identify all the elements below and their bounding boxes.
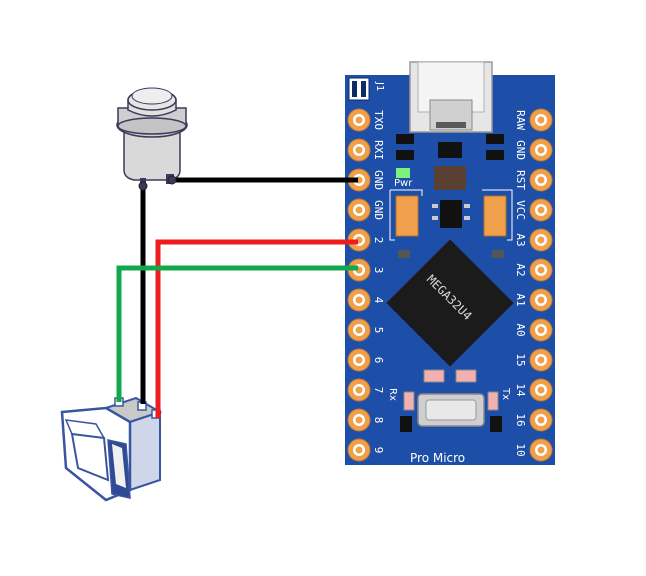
right-pin-label: A0 <box>514 323 527 336</box>
left-pad-hole <box>355 326 363 334</box>
left-pin-label: 2 <box>372 237 385 244</box>
left-pad-hole <box>355 356 363 364</box>
left-pads <box>347 108 371 462</box>
right-pad-hole <box>537 266 545 274</box>
smd-components: Pwr <box>389 134 513 258</box>
left-pin-label: 9 <box>372 447 385 454</box>
left-pad-hole <box>355 146 363 154</box>
left-pin-label: 4 <box>372 297 385 304</box>
right-pad-hole <box>537 326 545 334</box>
right-pin-label: RST <box>514 170 527 190</box>
left-pin-label: GND <box>372 200 385 220</box>
right-pad-hole <box>537 296 545 304</box>
left-pin-label: 8 <box>372 417 385 424</box>
right-pad-hole <box>537 206 545 214</box>
right-pad-hole <box>537 236 545 244</box>
rx-label: Rx <box>387 388 398 401</box>
right-pin-label: A1 <box>514 293 527 306</box>
wire-green-pin3 <box>116 265 358 402</box>
pro-micro-board: J1 TXO RXI GND GND 2 3 4 5 6 7 8 9 RAW GND RST VCC A3A2… <box>345 61 555 465</box>
left-pin-label: 7 <box>372 387 385 394</box>
left-pad-hole <box>355 446 363 454</box>
left-pin-label: GND <box>372 170 385 190</box>
pwr-led <box>396 168 410 178</box>
left-pin-label: TXO <box>372 110 385 130</box>
left-pin-label: RXI <box>372 140 385 160</box>
right-pin-label: 16 <box>514 413 527 426</box>
right-pin-label: GND <box>514 140 527 160</box>
right-pad-hole <box>537 356 545 364</box>
right-pad-hole <box>537 386 545 394</box>
right-pad-hole <box>537 116 545 124</box>
right-pin-label: RAW <box>514 110 527 130</box>
right-pad-hole <box>537 176 545 184</box>
right-pin-label: 10 <box>514 443 527 456</box>
wires <box>116 175 358 418</box>
mcu-chip: MEGA32U4 <box>386 239 514 367</box>
right-pin-label: 15 <box>514 353 527 366</box>
right-pad-hole <box>537 446 545 454</box>
left-pin-label: 5 <box>372 327 385 334</box>
left-pad-hole <box>355 416 363 424</box>
right-pad-hole <box>537 416 545 424</box>
rocker-switch <box>60 396 163 502</box>
wire-red-pin2 <box>155 239 358 418</box>
left-pin-labels: TXO RXI GND GND 2 3 4 5 6 7 8 9 <box>372 110 385 453</box>
left-pin-label: 3 <box>372 267 385 274</box>
right-pin-label: A3 <box>514 233 527 246</box>
board-title: Pro Micro <box>410 451 465 465</box>
usb-connector <box>409 61 493 133</box>
left-pad-hole <box>355 386 363 394</box>
left-pin-label: 6 <box>372 357 385 364</box>
j1-jumper: J1 <box>348 77 385 101</box>
right-pin-label: A2 <box>514 263 527 276</box>
pwr-label: Pwr <box>394 178 413 189</box>
right-pad-hole <box>537 146 545 154</box>
left-pad-hole <box>355 296 363 304</box>
left-pad-hole <box>355 116 363 124</box>
right-pin-label: VCC <box>514 200 527 220</box>
lower-components: Rx Tx Pro Micro <box>387 369 511 465</box>
tx-label: Tx <box>500 387 511 400</box>
j1-label: J1 <box>374 81 385 91</box>
push-button <box>116 87 188 188</box>
left-pad-hole <box>355 206 363 214</box>
right-pin-label: 14 <box>514 383 527 397</box>
right-pads <box>529 108 553 462</box>
